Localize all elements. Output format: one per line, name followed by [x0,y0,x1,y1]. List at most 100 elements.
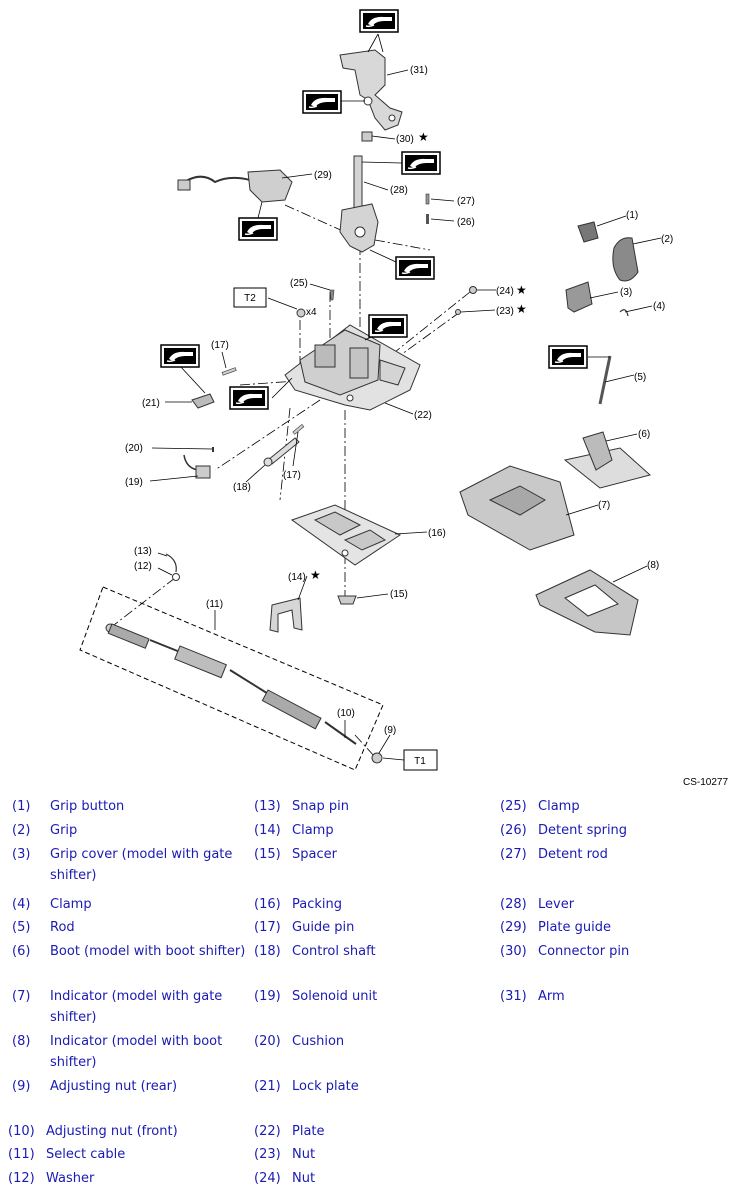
cushion-part [212,447,214,452]
detent-spring-part [426,214,429,224]
callout-27: (27) [457,196,475,207]
callout-5: (5) [634,372,646,383]
packing-part [290,504,402,566]
lock-plate-part [191,393,215,409]
grip-button-part [577,221,599,243]
legend-item: (22)Plate [254,1124,325,1139]
callout-16: (16) [428,528,446,539]
callout-7: (7) [598,500,610,511]
legend-item: (29)Plate guide [500,920,611,935]
callout-21: (21) [142,398,160,409]
solenoid-unit-part [183,454,211,479]
svg-text:★: ★ [516,283,527,297]
nut-23-part [455,309,461,315]
clamp-14-part [269,597,303,633]
torque-box-t1: T1 [403,749,438,771]
legend-item: (26)Detent spring [500,823,628,838]
legend-item: (4)Clamp [12,897,92,912]
legend-item: (18)Control shaft [254,944,376,959]
callout-17b: (17) [283,470,301,481]
clamp-25-part [329,289,335,301]
legend-item: (6)Boot (model with boot shifter) [12,944,246,959]
clamp-4-part [619,309,629,317]
callout-6: (6) [638,429,650,440]
legend-item: (10)Adjusting nut (front) [8,1124,178,1139]
callout-22: (22) [414,410,432,421]
bolt-part [296,308,306,318]
callout-10: (10) [337,708,355,719]
svg-text:T2: T2 [244,293,256,304]
torque-box-t2: T2 [233,287,267,308]
select-cable-outline [79,586,384,771]
legend-item: (16)Packing [254,897,343,912]
legend-item: (5)Rod [12,920,75,935]
callout-23: (23) [496,306,514,317]
leader-lines [149,33,662,761]
callout-17a: (17) [211,340,229,351]
callout-1: (1) [626,210,638,221]
select-cable-part [105,623,357,745]
legend-item: (31)Arm [500,989,565,1004]
rod-part [598,355,612,405]
plate-housing-part [284,324,421,411]
callout-28: (28) [390,185,408,196]
legend-item: (2)Grip [12,823,78,838]
snap-pin-part [165,553,177,573]
legend-item: (15)Spacer [254,847,337,862]
callout-24: (24) [496,286,514,297]
legend-item: (30)Connector pin [500,944,630,959]
quantity-label: x4 [306,307,317,318]
svg-text:★: ★ [418,130,429,144]
svg-text:★: ★ [310,568,321,582]
legend-item: (20)Cushion [254,1034,345,1049]
boot-part [563,431,652,489]
callout-8: (8) [647,560,659,571]
legend-item: (8)Indicator (model with boot shifter) [12,1034,223,1070]
detent-rod-part [425,193,430,205]
callout-15: (15) [390,589,408,600]
legend-item: (25)Clamp [500,799,580,814]
legend-item: (9)Adjusting nut (rear) [12,1079,178,1094]
callout-18: (18) [233,482,251,493]
figure-id: CS-10277 [683,777,729,788]
nut-24-part [469,286,477,294]
plate-guide-part [177,169,293,203]
callout-19: (19) [125,477,143,488]
grip-cover-part [565,281,593,313]
indicator-gate-part [459,465,575,551]
legend-item: (11)Select cable [8,1147,126,1162]
washer-part [172,573,180,581]
callout-3: (3) [620,287,632,298]
callout-29: (29) [314,170,332,181]
grip-part [612,237,639,282]
adjusting-nut-rear-part [371,752,383,764]
legend-item: (3)Grip cover (model with gate shifter) [12,847,233,883]
indicator-boot-part [535,569,639,636]
parts-legend: (1)Grip button (2)Grip (3)Grip cover (mo… [0,796,740,1196]
arm-part [339,49,403,131]
callout-9: (9) [384,725,396,736]
callout-labels: (31) (30) (29) (28) (27) (26) (25) (24) … [125,65,673,736]
callout-31: (31) [410,65,428,76]
svg-text:★: ★ [516,302,527,316]
lever-part [339,155,379,253]
legend-item: (24)Nut [254,1171,316,1186]
legend-item: (12)Washer [8,1171,95,1186]
callout-12: (12) [134,561,152,572]
callout-4: (4) [653,301,665,312]
svg-text:T1: T1 [414,756,426,767]
guide-pin-part [221,367,237,376]
connector-pin-part [361,131,373,142]
legend-item: (13)Snap pin [254,799,349,814]
callout-26: (26) [457,217,475,228]
callout-13: (13) [134,546,152,557]
callout-30: (30) [396,134,414,145]
legend-item: (19)Solenoid unit [254,989,378,1004]
legend-item: (1)Grip button [12,799,125,814]
star-markers: ★ ★ ★ ★ [310,130,527,582]
exploded-parts-diagram: T2 x4 T1 ★ ★ ★ ★ (31) (30) (29) (28) (27… [79,9,673,771]
guide-pin-part [292,423,305,435]
callout-11: (11) [206,599,223,610]
callout-25: (25) [290,278,308,289]
legend-item: (21)Lock plate [254,1079,359,1094]
